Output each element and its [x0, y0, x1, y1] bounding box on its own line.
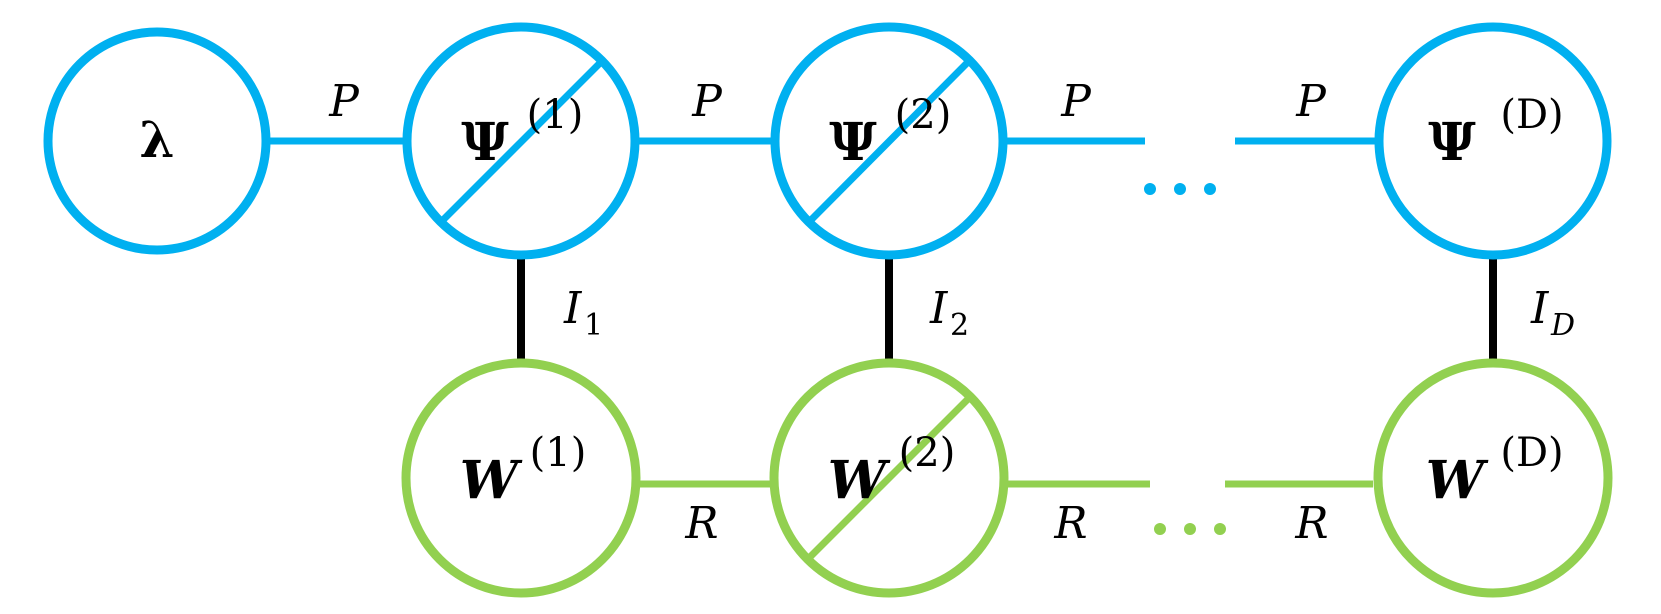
- node-psiD: Ψ (D): [1374, 22, 1612, 260]
- node-psiD-sup: (D): [1500, 92, 1563, 138]
- slash-w2: [806, 395, 972, 561]
- node-wD: W (D): [1373, 358, 1613, 598]
- edge-label-i1-base: I: [563, 283, 583, 334]
- node-lambda-label: λ: [139, 110, 174, 169]
- node-wD-sup: (D): [1500, 430, 1563, 476]
- slash-psi1: [438, 58, 605, 225]
- node-psiD-symbol: Ψ: [1428, 112, 1476, 173]
- edge-label-i2-sub: 2: [950, 308, 969, 343]
- edge-label-iD: I D: [1530, 283, 1575, 343]
- edge-label-p4: P: [1295, 76, 1327, 127]
- node-wD-symbol: W: [1426, 450, 1489, 511]
- slash-psi2: [806, 58, 972, 225]
- edge-label-r3: R: [1294, 498, 1328, 549]
- node-w2-symbol: W: [828, 450, 891, 511]
- node-w1-symbol: W: [460, 450, 523, 511]
- edge-label-i2-base: I: [929, 283, 949, 334]
- edge-label-p2: P: [691, 76, 723, 127]
- edge-label-iD-base: I: [1530, 283, 1550, 334]
- edge-label-r2: R: [1053, 498, 1087, 549]
- node-w1: W (1): [401, 358, 641, 598]
- node-psi1-sup: (1): [527, 92, 584, 138]
- edge-label-p3: P: [1060, 76, 1092, 127]
- ellipsis-green: [1154, 523, 1226, 535]
- node-psi1-symbol: Ψ: [461, 112, 509, 173]
- node-w2: W (2): [769, 358, 1009, 598]
- edge-label-i1: I 1: [563, 283, 603, 343]
- node-w1-sup: (1): [530, 430, 587, 476]
- edge-label-iD-sub: D: [1550, 308, 1575, 343]
- node-psi2-symbol: Ψ: [829, 112, 877, 173]
- node-psi1: Ψ (1): [402, 22, 640, 260]
- edge-label-i2: I 2: [929, 283, 969, 343]
- node-psi2: Ψ (2): [770, 22, 1008, 260]
- node-psi2-sup: (2): [895, 92, 952, 138]
- edge-label-p1: P: [328, 76, 360, 127]
- node-lambda: λ: [43, 27, 271, 255]
- ellipsis-blue: [1144, 183, 1216, 195]
- node-w2-sup: (2): [899, 430, 956, 476]
- edge-label-i1-sub: 1: [584, 308, 603, 343]
- edge-label-r1: R: [684, 498, 718, 549]
